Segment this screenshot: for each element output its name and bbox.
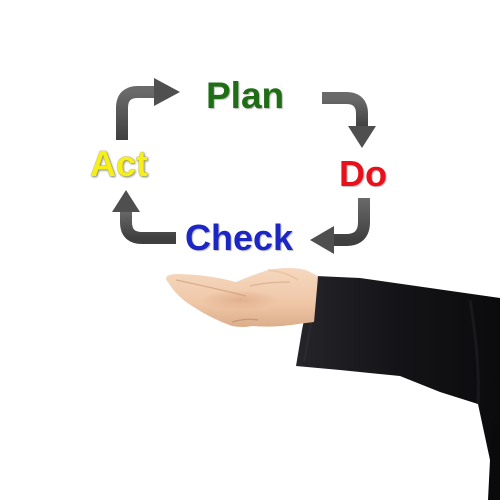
do-label: Do xyxy=(339,153,387,194)
open-hand xyxy=(166,268,318,327)
suit-sleeve xyxy=(296,276,500,500)
arrow-do-to-check-icon xyxy=(310,198,370,254)
check-label: Check xyxy=(185,217,294,258)
arrow-check-to-act-icon xyxy=(112,190,176,244)
arrow-plan-to-do-icon xyxy=(322,92,376,148)
arrow-act-to-plan-icon xyxy=(116,78,180,140)
plan-label: Plan xyxy=(206,75,285,116)
act-label: Act xyxy=(90,143,149,184)
